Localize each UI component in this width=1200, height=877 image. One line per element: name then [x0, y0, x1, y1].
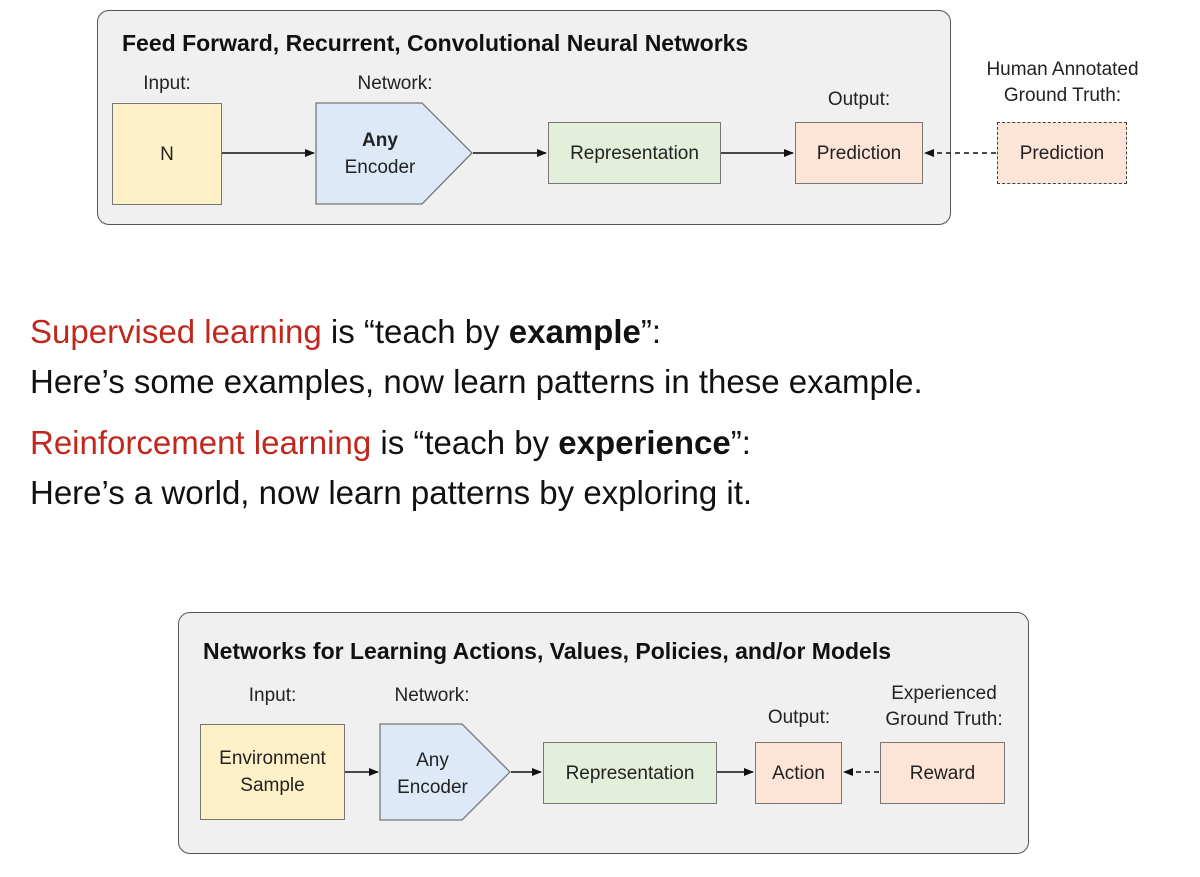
rl-end: ”:: [730, 424, 751, 461]
bottom-ground-truth-label-line2: Ground Truth:: [885, 709, 1003, 730]
bottom-representation-box: Representation: [543, 742, 717, 804]
top-encoder-line1: Any: [362, 130, 398, 151]
top-encoder-line2: Encoder: [344, 157, 416, 178]
rl-heading: Reinforcement learning is “teach by expe…: [30, 421, 751, 465]
top-network-label: Network:: [357, 73, 433, 94]
bottom-input-box: Environment Sample: [200, 724, 345, 820]
top-ground-truth-label-line2: Ground Truth:: [1003, 85, 1122, 106]
top-ground-truth-label: Human Annotated Ground Truth:: [960, 57, 1165, 109]
supervised-key: example: [508, 313, 641, 350]
bottom-encoder-label: Any Encoder: [380, 747, 485, 801]
top-encoder-shape: [315, 102, 473, 205]
supervised-term: Supervised learning: [30, 313, 322, 350]
bottom-representation-text: Representation: [565, 762, 695, 784]
rl-term: Reinforcement learning: [30, 424, 372, 461]
bottom-ground-truth-text: Reward: [909, 762, 976, 784]
bottom-input-box-line2: Sample: [240, 775, 305, 796]
bottom-ground-truth-label: Experienced Ground Truth:: [855, 681, 1033, 733]
top-input-box: N: [112, 103, 222, 205]
rl-key: experience: [558, 424, 731, 461]
bottom-encoder-line1: Any: [416, 750, 449, 771]
bottom-input-box-line1: Environment: [219, 748, 326, 769]
top-ground-truth-text: Prediction: [1019, 142, 1105, 164]
bottom-output-text: Action: [772, 762, 825, 784]
supervised-description: Here’s some examples, now learn patterns…: [30, 363, 923, 400]
top-ground-truth-label-line1: Human Annotated: [986, 59, 1139, 80]
top-ground-truth-box: Prediction: [997, 122, 1127, 184]
top-representation-text: Representation: [570, 142, 699, 164]
top-encoder-label: Any Encoder: [316, 127, 444, 181]
top-output-text: Prediction: [816, 142, 902, 164]
top-diagram-title: Feed Forward, Recurrent, Convolutional N…: [122, 30, 749, 56]
top-output-label: Output:: [827, 89, 891, 110]
supervised-is: is “teach by: [321, 313, 509, 350]
rl-is: is “teach by: [371, 424, 559, 461]
bottom-diagram-title: Networks for Learning Actions, Values, P…: [203, 638, 892, 664]
bottom-network-label: Network:: [394, 685, 470, 706]
supervised-end: ”:: [640, 313, 662, 350]
supervised-heading: Supervised learning is “teach by example…: [30, 310, 661, 354]
bottom-encoder-line2: Encoder: [397, 777, 468, 798]
top-input-label: Input:: [143, 73, 191, 94]
top-input-box-text: N: [160, 143, 174, 165]
top-output-box: Prediction: [795, 122, 923, 184]
bottom-output-label: Output:: [767, 707, 831, 728]
bottom-input-label: Input:: [248, 685, 297, 706]
bottom-ground-truth-label-line1: Experienced: [891, 683, 997, 704]
top-representation-box: Representation: [548, 122, 721, 184]
top-diagram-panel: [97, 10, 951, 225]
rl-description: Here’s a world, now learn patterns by ex…: [30, 474, 753, 511]
bottom-output-box: Action: [755, 742, 842, 804]
bottom-encoder-shape: [379, 723, 511, 821]
bottom-ground-truth-box: Reward: [880, 742, 1005, 804]
